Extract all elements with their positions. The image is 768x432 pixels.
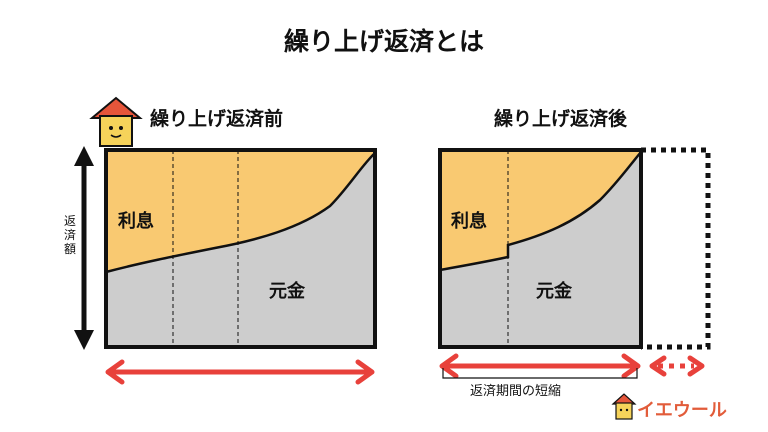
after-boundary-curve (439, 151, 642, 272)
shortened-period-arrow (649, 355, 705, 377)
before-frame (104, 148, 377, 349)
period-shortening-label: 返済期間の短縮 (470, 384, 562, 399)
after-interest-area (440, 150, 641, 270)
before-boundary-curve (105, 152, 376, 274)
after-frame (438, 148, 643, 349)
after-period-arrow (439, 353, 641, 379)
before-period-arrow (105, 359, 375, 385)
y-axis-arrow (74, 146, 94, 350)
page-title: 繰り上げ返済とは (283, 27, 484, 56)
after-interest-label: 利息 (451, 211, 487, 232)
logo-house-icon (611, 393, 637, 420)
y-axis-label: 返済額 (63, 214, 76, 256)
after-title: 繰り上げ返済後 (494, 108, 628, 130)
before-principal-label: 元金 (269, 281, 305, 302)
brand-logo-text: イエウール (637, 400, 727, 421)
after-chart (438, 148, 643, 349)
before-chart (104, 148, 377, 349)
before-interest-label: 利息 (118, 211, 154, 232)
before-title: 繰り上げ返済前 (150, 108, 284, 130)
period-bracket (442, 368, 638, 379)
shortened-period-outline (641, 147, 711, 350)
mascot-house-icon (89, 96, 143, 147)
after-principal-label: 元金 (536, 281, 572, 302)
